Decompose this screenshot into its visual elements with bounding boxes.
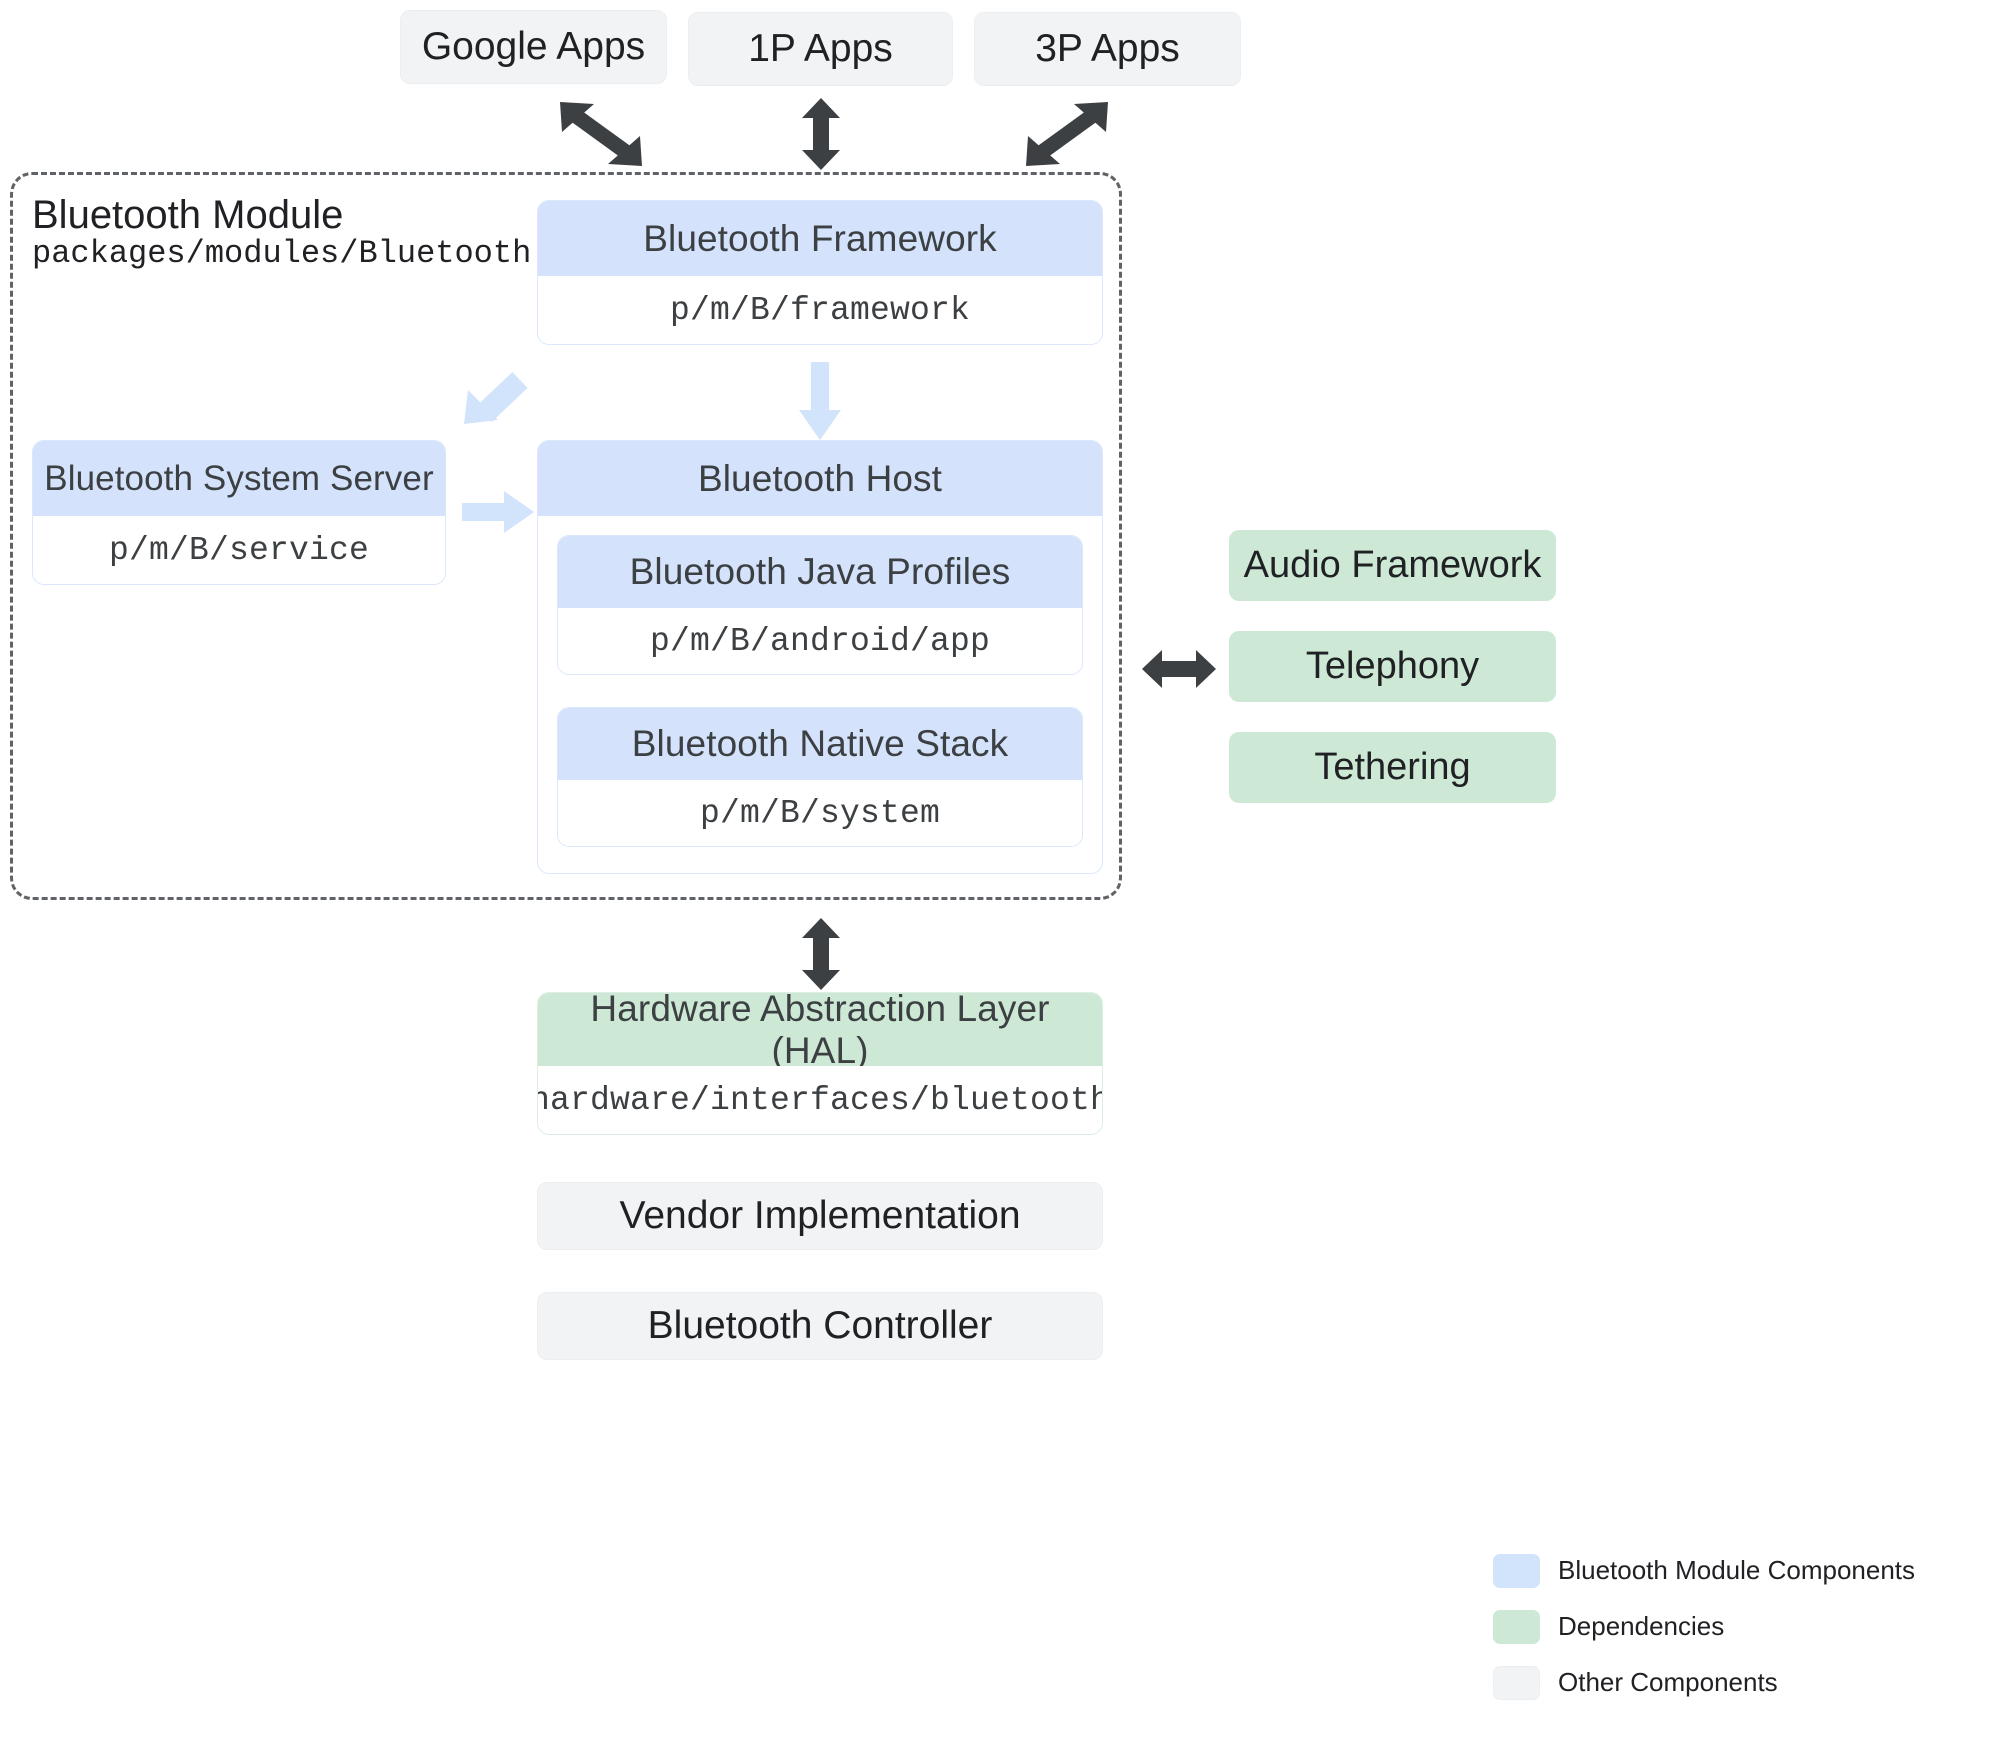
- vendor-implementation-box[interactable]: Vendor Implementation: [537, 1182, 1103, 1250]
- bluetooth-controller-box[interactable]: Bluetooth Controller: [537, 1292, 1103, 1360]
- 1p-apps-label: 1P Apps: [748, 27, 893, 70]
- dependency-telephony-label: Telephony: [1305, 645, 1480, 687]
- legend-label-dependencies: Dependencies: [1558, 1611, 1725, 1641]
- arrow-system-server-to-host: [462, 491, 534, 533]
- hal-title: Hardware Abstraction Layer (HAL): [538, 993, 1102, 1071]
- hal-path: hardware/interfaces/bluetooth: [538, 1066, 1102, 1134]
- arrow-host-to-dependencies-bidirectional: [1142, 650, 1216, 688]
- arrow-framework-to-host: [799, 362, 841, 440]
- legend-swatch-grey: [1493, 1665, 1540, 1700]
- bluetooth-module-path: packages/modules/Bluetooth: [32, 235, 532, 272]
- dependency-tethering-label: Tethering: [1314, 746, 1471, 788]
- bluetooth-module-container: [10, 172, 1122, 900]
- arrow-google-apps-bidirectional: [560, 102, 642, 166]
- bluetooth-framework-title: Bluetooth Framework: [538, 201, 1102, 276]
- legend-item-module-components: Bluetooth Module Components: [1493, 1547, 1963, 1594]
- legend-item-other-components: Other Components: [1493, 1659, 1963, 1706]
- bluetooth-system-server-path: p/m/B/service: [33, 516, 445, 584]
- google-apps-box[interactable]: Google Apps: [400, 10, 667, 84]
- dependency-audio-framework-label: Audio Framework: [1243, 544, 1542, 586]
- bluetooth-module-title: Bluetooth Module: [32, 193, 344, 237]
- bluetooth-controller-label: Bluetooth Controller: [647, 1304, 993, 1347]
- 1p-apps-box[interactable]: 1P Apps: [688, 12, 953, 86]
- bluetooth-system-server-card[interactable]: Bluetooth System Server p/m/B/service: [32, 440, 446, 585]
- bluetooth-java-profiles-title: Bluetooth Java Profiles: [558, 536, 1082, 608]
- legend-swatch-blue: [1493, 1553, 1540, 1588]
- bluetooth-host-title: Bluetooth Host: [538, 441, 1102, 516]
- hal-card[interactable]: Hardware Abstraction Layer (HAL) hardwar…: [537, 992, 1103, 1135]
- arrow-1p-apps-bidirectional: [802, 98, 840, 170]
- legend-label-other-components: Other Components: [1558, 1667, 1778, 1697]
- legend: Bluetooth Module Components Dependencies…: [1493, 1547, 1963, 1715]
- dependency-tethering[interactable]: Tethering: [1229, 732, 1556, 803]
- 3p-apps-box[interactable]: 3P Apps: [974, 12, 1241, 86]
- bluetooth-native-stack-title: Bluetooth Native Stack: [558, 708, 1082, 780]
- dependency-telephony[interactable]: Telephony: [1229, 631, 1556, 702]
- bluetooth-java-profiles-path: p/m/B/android/app: [558, 608, 1082, 674]
- legend-swatch-green: [1493, 1609, 1540, 1644]
- bluetooth-java-profiles-card[interactable]: Bluetooth Java Profiles p/m/B/android/ap…: [557, 535, 1083, 675]
- bluetooth-system-server-title: Bluetooth System Server: [33, 441, 445, 516]
- legend-label-module-components: Bluetooth Module Components: [1558, 1555, 1916, 1585]
- arrow-framework-to-system-server: [464, 372, 528, 424]
- bluetooth-framework-card[interactable]: Bluetooth Framework p/m/B/framework: [537, 200, 1103, 345]
- vendor-implementation-label: Vendor Implementation: [619, 1194, 1021, 1237]
- dependency-audio-framework[interactable]: Audio Framework: [1229, 530, 1556, 601]
- 3p-apps-label: 3P Apps: [1035, 27, 1180, 70]
- legend-item-dependencies: Dependencies: [1493, 1603, 1963, 1650]
- bluetooth-native-stack-path: p/m/B/system: [558, 780, 1082, 846]
- arrow-module-to-hal-bidirectional: [802, 918, 840, 990]
- bluetooth-native-stack-card[interactable]: Bluetooth Native Stack p/m/B/system: [557, 707, 1083, 847]
- bluetooth-framework-path: p/m/B/framework: [538, 276, 1102, 344]
- google-apps-label: Google Apps: [421, 25, 646, 68]
- arrow-3p-apps-bidirectional: [1026, 102, 1108, 166]
